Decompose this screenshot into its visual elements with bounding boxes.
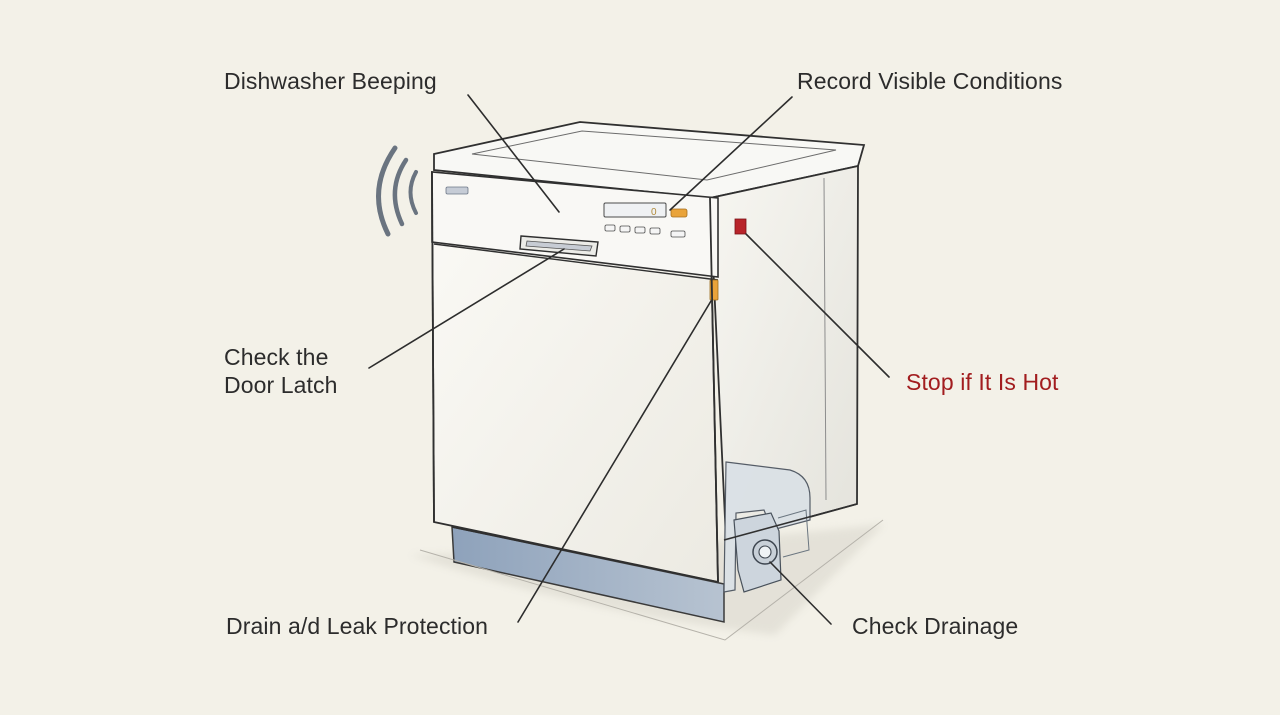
top-inner-edge xyxy=(471,130,837,181)
record-visible-conditions-label: Record Visible Conditions xyxy=(797,68,1063,94)
floor-line xyxy=(419,519,884,641)
side-vertical-line xyxy=(823,177,827,501)
callout-line-door-latch xyxy=(368,248,565,369)
front-left-edge xyxy=(431,171,435,523)
check-door-latch-line-1: Check the xyxy=(224,344,329,370)
control-panel-icon: 0 xyxy=(603,202,688,238)
callout-line-hot xyxy=(745,233,890,378)
door-seam xyxy=(433,243,719,281)
front-right-edge xyxy=(709,197,719,583)
drain-leak-protection-label: Drain a/d Leak Protection xyxy=(226,613,489,639)
svg-text:0: 0 xyxy=(651,207,657,218)
hot-warning-square xyxy=(734,218,747,235)
check-door-latch-label: Check the Door Latch xyxy=(224,343,394,399)
stop-if-hot-label: Stop if It Is Hot xyxy=(906,369,1059,395)
brand-plate xyxy=(445,186,469,195)
check-door-latch-line-2: Door Latch xyxy=(224,372,338,398)
cabinet-bottom-line xyxy=(723,503,858,541)
dishwasher-beeping-label: Dishwasher Beeping xyxy=(224,68,437,94)
callout-lines xyxy=(368,94,890,625)
door-handle-icon xyxy=(519,235,599,257)
kick-plate-gap xyxy=(451,526,719,583)
dishwasher-illustration: 0 xyxy=(419,121,884,641)
drain-pipe-icon xyxy=(723,461,811,593)
callout-line-beeping xyxy=(467,94,560,213)
callout-line-drain-leak xyxy=(517,300,712,623)
callout-line-record xyxy=(669,96,793,211)
check-drainage-label: Check Drainage xyxy=(852,613,1019,639)
callout-line-drainage xyxy=(769,561,832,625)
sound-waves-icon xyxy=(376,145,418,237)
